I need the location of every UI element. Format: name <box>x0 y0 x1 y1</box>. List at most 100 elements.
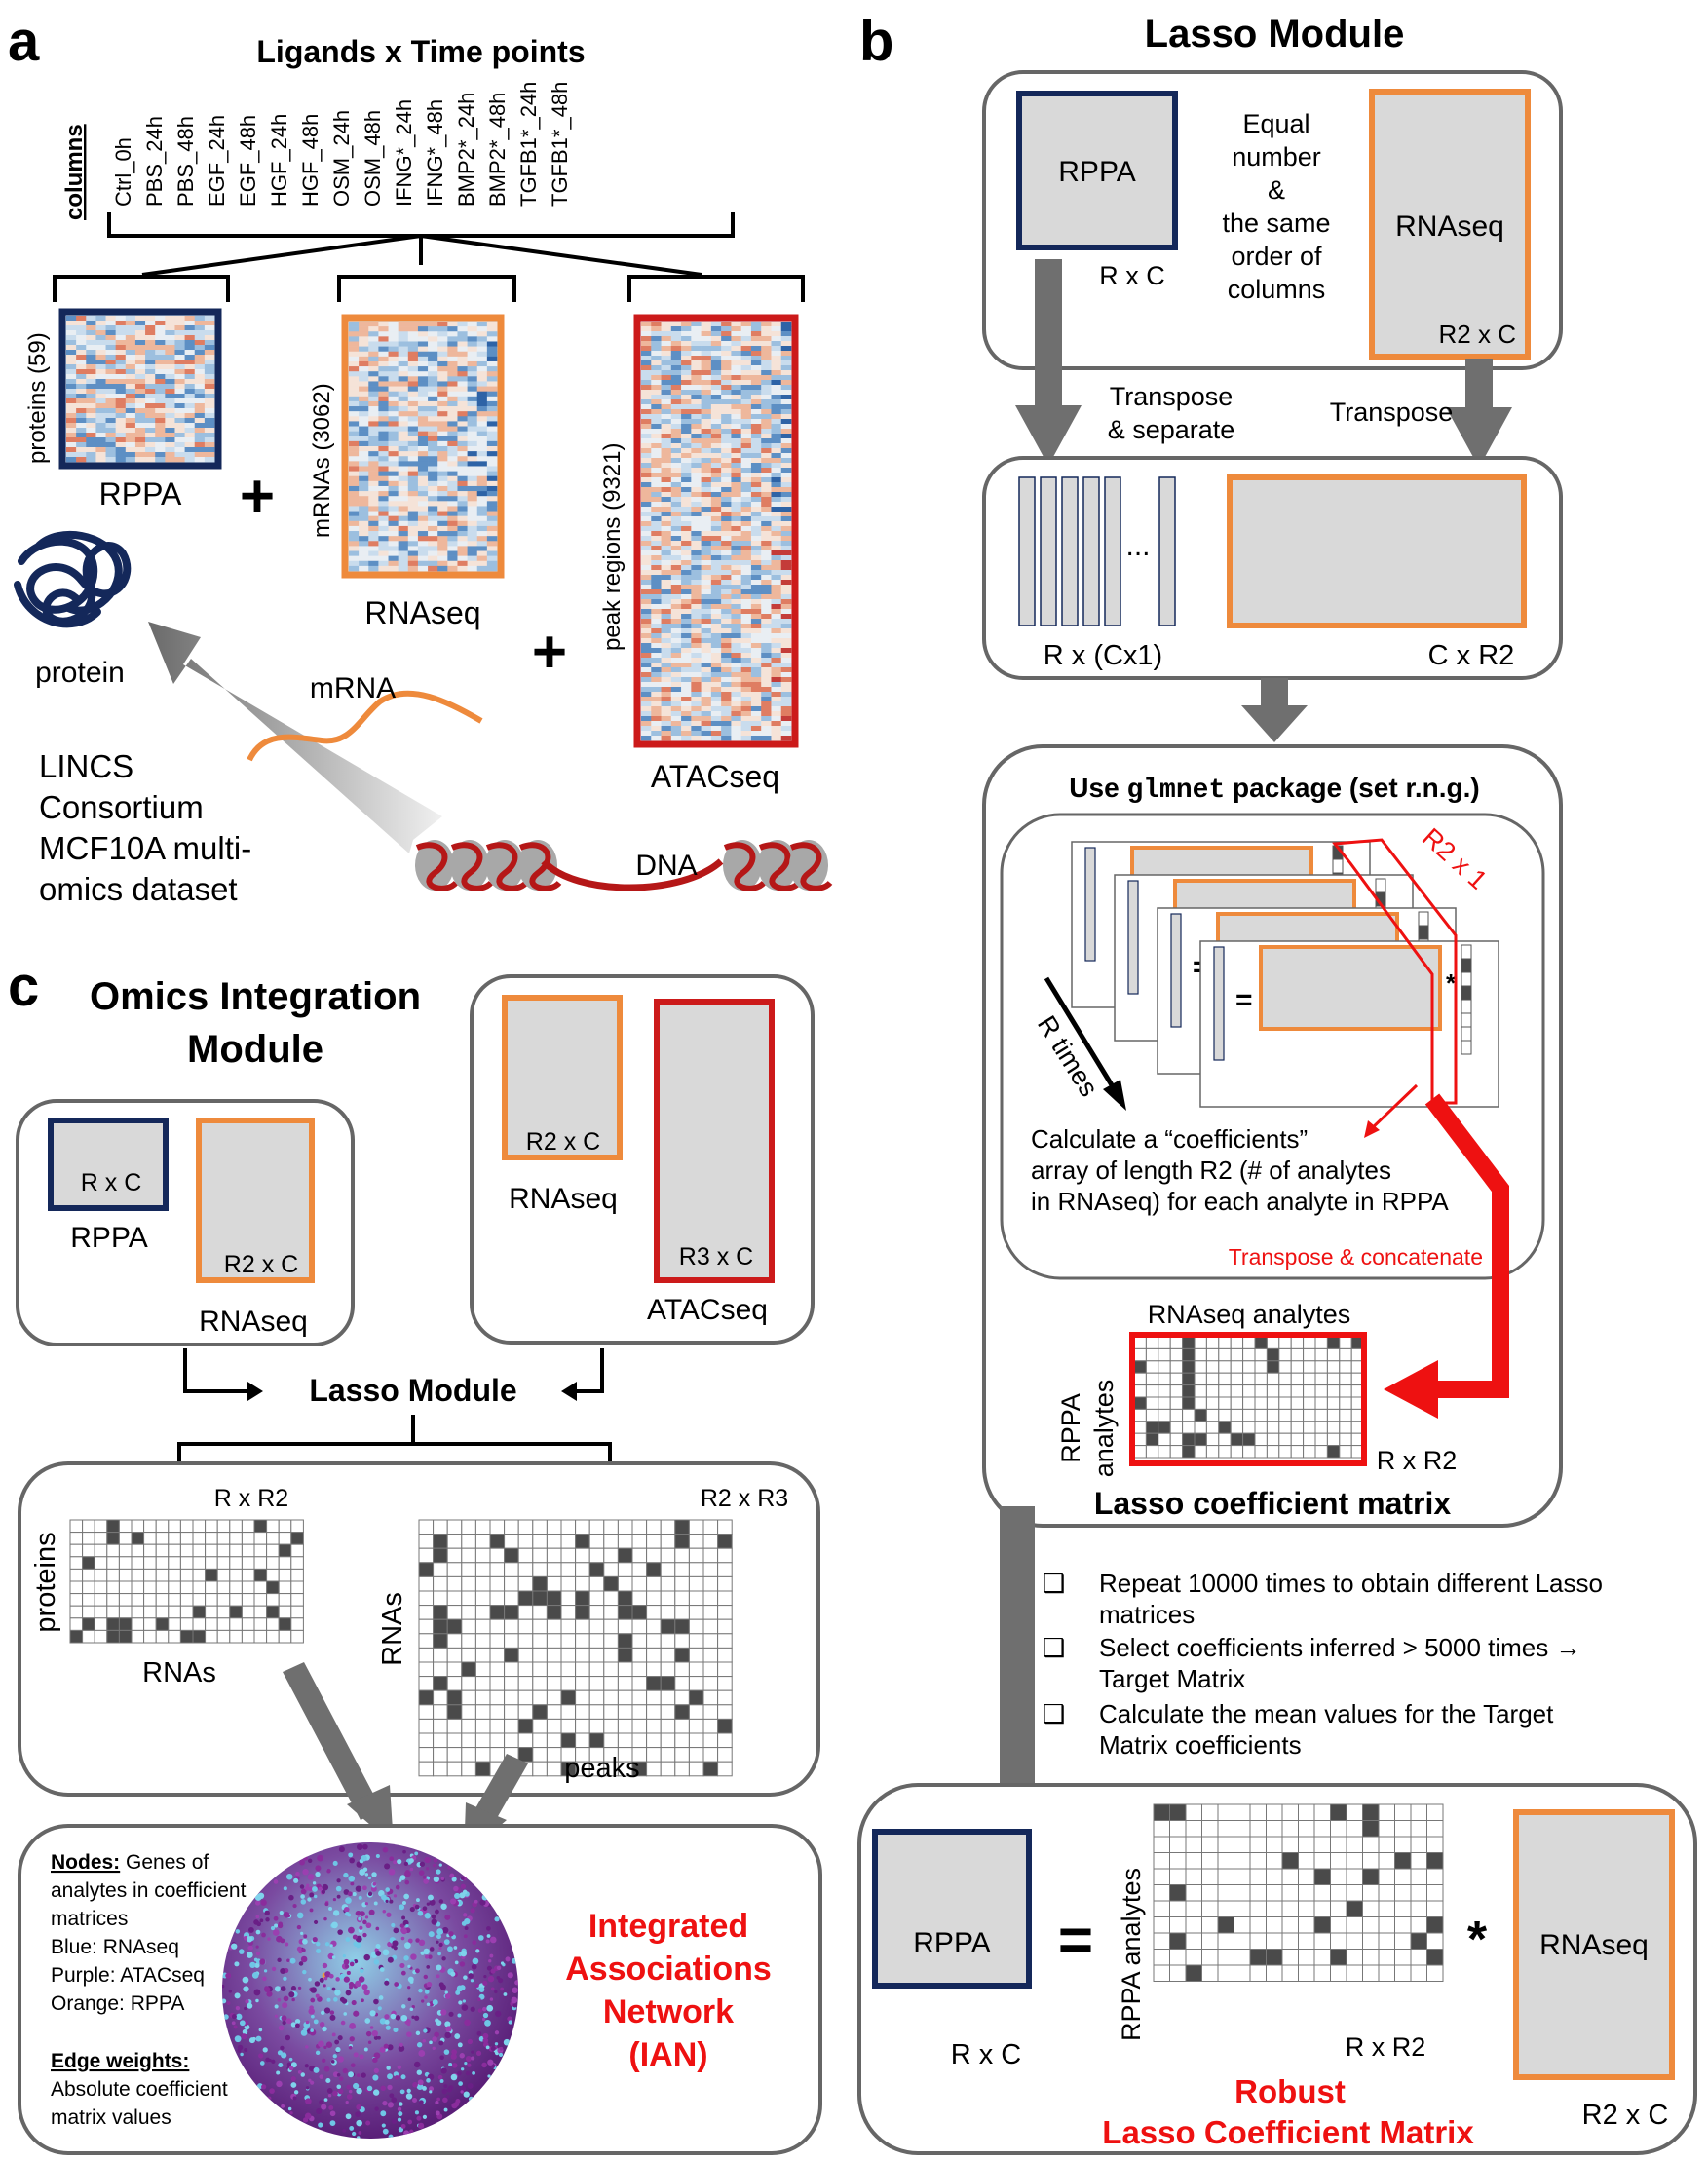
heatmap-cell <box>76 325 87 331</box>
grid-cell <box>1249 1852 1267 1870</box>
heatmap-cell <box>398 485 409 492</box>
grid-cell <box>1230 1384 1244 1398</box>
heatmap-cell <box>368 336 379 342</box>
heatmap-cell <box>641 716 652 722</box>
heatmap-cell <box>740 692 752 698</box>
heatmap-cell <box>670 536 682 542</box>
grid-cell <box>253 1593 268 1607</box>
dataset-line: MCF10A multi- <box>39 830 251 866</box>
heatmap-cell <box>476 336 488 342</box>
heatmap-cell <box>428 426 438 432</box>
heatmap-cell <box>721 682 732 688</box>
grid-cell <box>1303 1384 1316 1398</box>
network-node <box>322 2026 327 2032</box>
network-node <box>286 2062 292 2066</box>
heatmap-cell <box>761 594 772 600</box>
heatmap-cell <box>731 502 741 508</box>
heatmap-cell <box>681 726 692 732</box>
cc-r2xr3-label: R2 x R3 <box>701 1485 788 1512</box>
heatmap-cell <box>710 409 722 415</box>
grid-cell <box>1153 1900 1170 1917</box>
grid-cell <box>1278 1396 1292 1410</box>
heatmap-cell <box>184 418 196 424</box>
grid-cell <box>205 1519 218 1534</box>
heatmap-cell <box>457 376 468 382</box>
heatmap-cell <box>731 589 741 595</box>
concat-arrowhead <box>1384 1360 1438 1419</box>
heatmap-cell <box>204 384 215 390</box>
network-node <box>308 1977 312 1982</box>
grid-cell <box>489 1676 506 1691</box>
heatmap-cell <box>771 638 782 644</box>
heatmap-cell <box>691 409 702 415</box>
grid-cell <box>1133 1336 1147 1349</box>
network-node <box>400 1970 406 1976</box>
heatmap-cell <box>641 585 652 590</box>
panel-a-letter: a <box>8 10 40 73</box>
network-node <box>294 2018 301 2025</box>
heatmap-cell <box>771 385 782 391</box>
grid-cell <box>646 1547 662 1564</box>
grid-cell <box>588 1647 605 1663</box>
network-node <box>471 1963 477 1970</box>
heatmap-cell <box>731 331 741 337</box>
grid-cell <box>143 1519 157 1534</box>
heatmap-cell <box>740 521 752 527</box>
heatmap-cell <box>661 512 672 517</box>
heatmap-cell <box>184 413 196 419</box>
heatmap-cell <box>368 326 379 332</box>
grid-cell <box>688 1747 704 1763</box>
heatmap-cell <box>771 502 782 508</box>
heatmap-cell <box>417 331 429 337</box>
heatmap-cell <box>651 653 662 659</box>
heatmap-cell <box>780 390 792 396</box>
heatmap-cell <box>641 594 652 600</box>
heatmap-cell <box>174 350 185 356</box>
heatmap-cell <box>710 468 722 474</box>
heatmap-cell <box>641 604 652 610</box>
heatmap-cell <box>125 360 136 365</box>
heatmap-cell <box>731 560 741 566</box>
network-node <box>503 1992 508 1996</box>
heatmap-cell <box>750 697 762 702</box>
grid-cell <box>155 1605 170 1619</box>
network-node <box>399 2102 403 2106</box>
grid-cell <box>1201 1916 1219 1934</box>
heatmap-cell <box>750 580 762 586</box>
network-node <box>454 2033 461 2039</box>
heatmap-cell <box>651 331 662 337</box>
heatmap-cell <box>184 442 196 448</box>
heatmap-cell <box>701 711 712 717</box>
heatmap-cell <box>378 511 389 516</box>
heatmap-cell <box>457 480 468 487</box>
heatmap-cell <box>125 428 136 434</box>
network-node <box>391 2097 398 2104</box>
network-node <box>333 1997 338 2002</box>
network-node <box>512 1987 518 1993</box>
coefficient-cell <box>1461 1040 1472 1055</box>
heatmap-cell <box>66 379 77 385</box>
grid-cell <box>433 1704 448 1720</box>
grid-cell <box>1303 1421 1316 1434</box>
column-label: EGF_48h <box>236 115 260 207</box>
heatmap-cell <box>701 438 712 444</box>
network-node <box>254 1900 261 1906</box>
heatmap-cell <box>437 386 448 392</box>
heatmap-cell <box>165 340 175 346</box>
heatmap-cell <box>467 360 478 367</box>
grid-cell <box>433 1718 448 1734</box>
heatmap-cell <box>437 400 448 407</box>
heatmap-cell <box>740 604 752 610</box>
heatmap-cell <box>95 379 106 385</box>
heatmap-cell <box>691 692 702 698</box>
heatmap-cell <box>761 516 772 522</box>
heatmap-cell <box>721 638 732 644</box>
step-line: matrices <box>1099 1600 1195 1629</box>
heatmap-cell <box>388 411 399 417</box>
heatmap-cell <box>467 431 478 437</box>
heatmap-cell <box>184 379 196 385</box>
grid-cell <box>702 1618 719 1635</box>
grid-cell <box>546 1676 562 1691</box>
network-node <box>432 2036 437 2042</box>
